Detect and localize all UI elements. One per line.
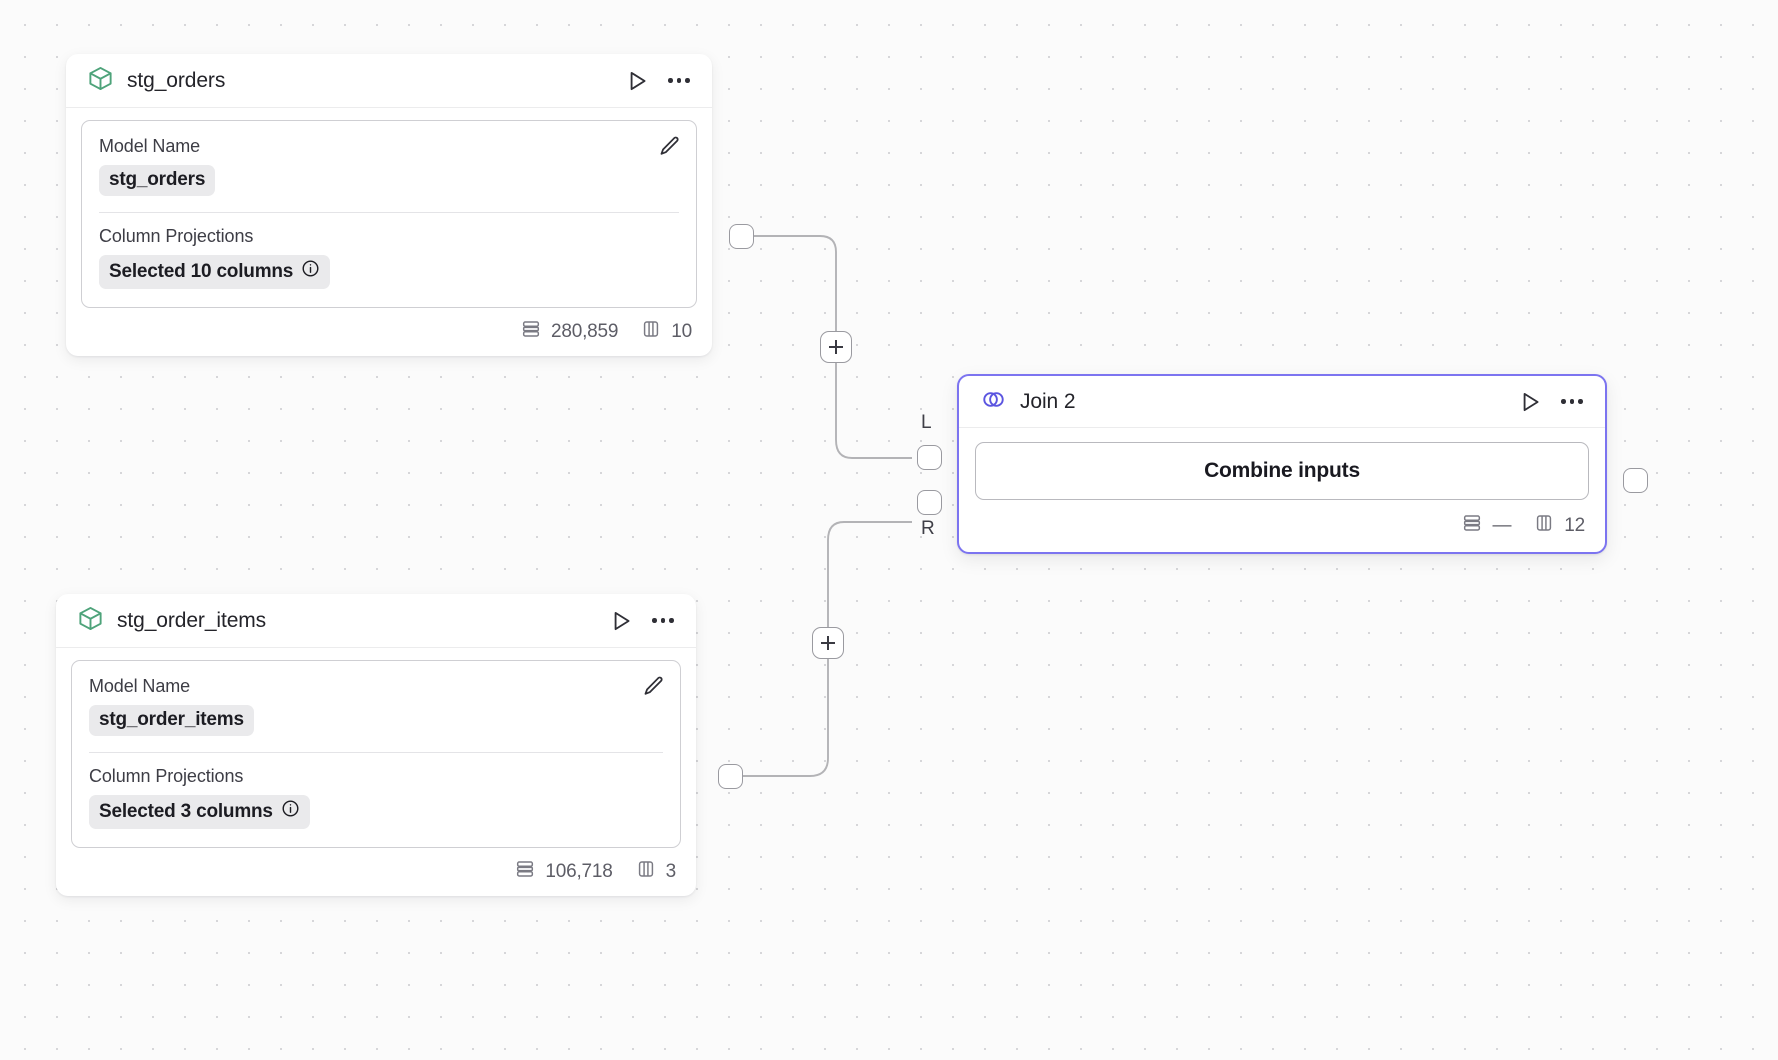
- panel-divider: [99, 212, 679, 213]
- column-count-stat: 12: [1533, 512, 1585, 540]
- row-count-stat: —: [1461, 512, 1511, 540]
- node-footer: 280,859 10: [66, 308, 712, 356]
- field-label-column-projections: Column Projections: [89, 766, 244, 786]
- add-node-button-left-edge[interactable]: [820, 331, 852, 363]
- row-count-value: —: [1492, 515, 1512, 536]
- run-icon[interactable]: [1517, 389, 1543, 415]
- node-body: Combine inputs: [959, 428, 1605, 500]
- node-stg-order-items[interactable]: stg_order_items Model Name: [56, 594, 696, 896]
- columns-icon: [635, 858, 657, 886]
- edit-icon[interactable]: [657, 134, 682, 164]
- columns-icon: [640, 318, 662, 346]
- chip-model-name[interactable]: stg_order_items: [89, 705, 254, 736]
- chip-value: stg_order_items: [99, 709, 244, 730]
- node-title: Join 2: [1020, 389, 1076, 413]
- column-count-value: 3: [665, 861, 677, 882]
- more-options-icon[interactable]: [650, 612, 676, 629]
- node-header-actions: [624, 68, 692, 94]
- field-label-model-name: Model Name: [89, 676, 191, 696]
- cube-icon: [87, 65, 114, 97]
- columns-icon: [1533, 512, 1555, 540]
- row-count-value: 280,859: [550, 321, 619, 342]
- edit-icon[interactable]: [641, 674, 666, 704]
- column-count-stat: 3: [635, 858, 676, 886]
- more-options-icon[interactable]: [666, 72, 692, 89]
- row-count-stat: 280,859: [520, 318, 618, 346]
- run-icon[interactable]: [624, 68, 650, 94]
- output-port-join-2[interactable]: [1623, 468, 1648, 493]
- output-port-stg-order-items[interactable]: [718, 764, 743, 789]
- column-count-value: 10: [671, 321, 692, 342]
- node-body: Model Name stg_order_items Column Projec…: [56, 648, 696, 848]
- add-node-button-right-edge[interactable]: [812, 627, 844, 659]
- node-config-panel: Model Name stg_orders Column Projections…: [81, 120, 697, 308]
- node-stg-orders[interactable]: stg_orders Model Name stg: [66, 54, 712, 356]
- column-count-value: 12: [1564, 515, 1585, 536]
- venn-icon: [980, 386, 1007, 418]
- more-options-icon[interactable]: [1559, 393, 1585, 410]
- panel-divider: [89, 752, 663, 753]
- info-icon[interactable]: [301, 259, 320, 284]
- node-join-2[interactable]: Join 2 Combine inputs: [957, 374, 1607, 554]
- row-count-stat: 106,718: [514, 858, 613, 886]
- node-header: Join 2: [959, 376, 1605, 428]
- chip-column-projections[interactable]: Selected 10 columns: [99, 255, 331, 289]
- field-label-column-projections: Column Projections: [99, 226, 254, 246]
- node-header-actions: [1517, 389, 1585, 415]
- node-header: stg_orders: [66, 54, 712, 108]
- node-body: Model Name stg_orders Column Projections…: [66, 108, 712, 308]
- input-port-label-left: L: [921, 412, 932, 433]
- rows-icon: [1461, 512, 1483, 540]
- input-port-label-right: R: [921, 518, 935, 539]
- row-count-value: 106,718: [545, 861, 613, 882]
- input-port-join-right[interactable]: [917, 490, 942, 515]
- cube-icon: [77, 605, 104, 637]
- input-port-join-left[interactable]: [917, 445, 942, 470]
- chip-value: Selected 10 columns: [109, 260, 294, 282]
- chip-column-projections[interactable]: Selected 3 columns: [89, 795, 310, 829]
- node-title: stg_orders: [127, 68, 226, 92]
- chip-value: Selected 3 columns: [99, 800, 273, 822]
- info-icon[interactable]: [281, 799, 300, 824]
- combine-inputs-button[interactable]: Combine inputs: [975, 442, 1589, 500]
- node-footer: 106,718 3: [56, 848, 696, 896]
- node-footer: — 12: [959, 500, 1605, 552]
- node-header-actions: [608, 608, 676, 634]
- run-icon[interactable]: [608, 608, 634, 634]
- field-label-model-name: Model Name: [99, 136, 201, 156]
- node-header: stg_order_items: [56, 594, 696, 648]
- node-config-panel: Model Name stg_order_items Column Projec…: [71, 660, 681, 848]
- rows-icon: [514, 858, 536, 886]
- node-title: stg_order_items: [117, 608, 267, 632]
- column-count-stat: 10: [640, 318, 692, 346]
- chip-value: stg_orders: [109, 169, 206, 190]
- rows-icon: [520, 318, 542, 346]
- chip-model-name[interactable]: stg_orders: [99, 165, 216, 196]
- output-port-stg-orders[interactable]: [729, 224, 754, 249]
